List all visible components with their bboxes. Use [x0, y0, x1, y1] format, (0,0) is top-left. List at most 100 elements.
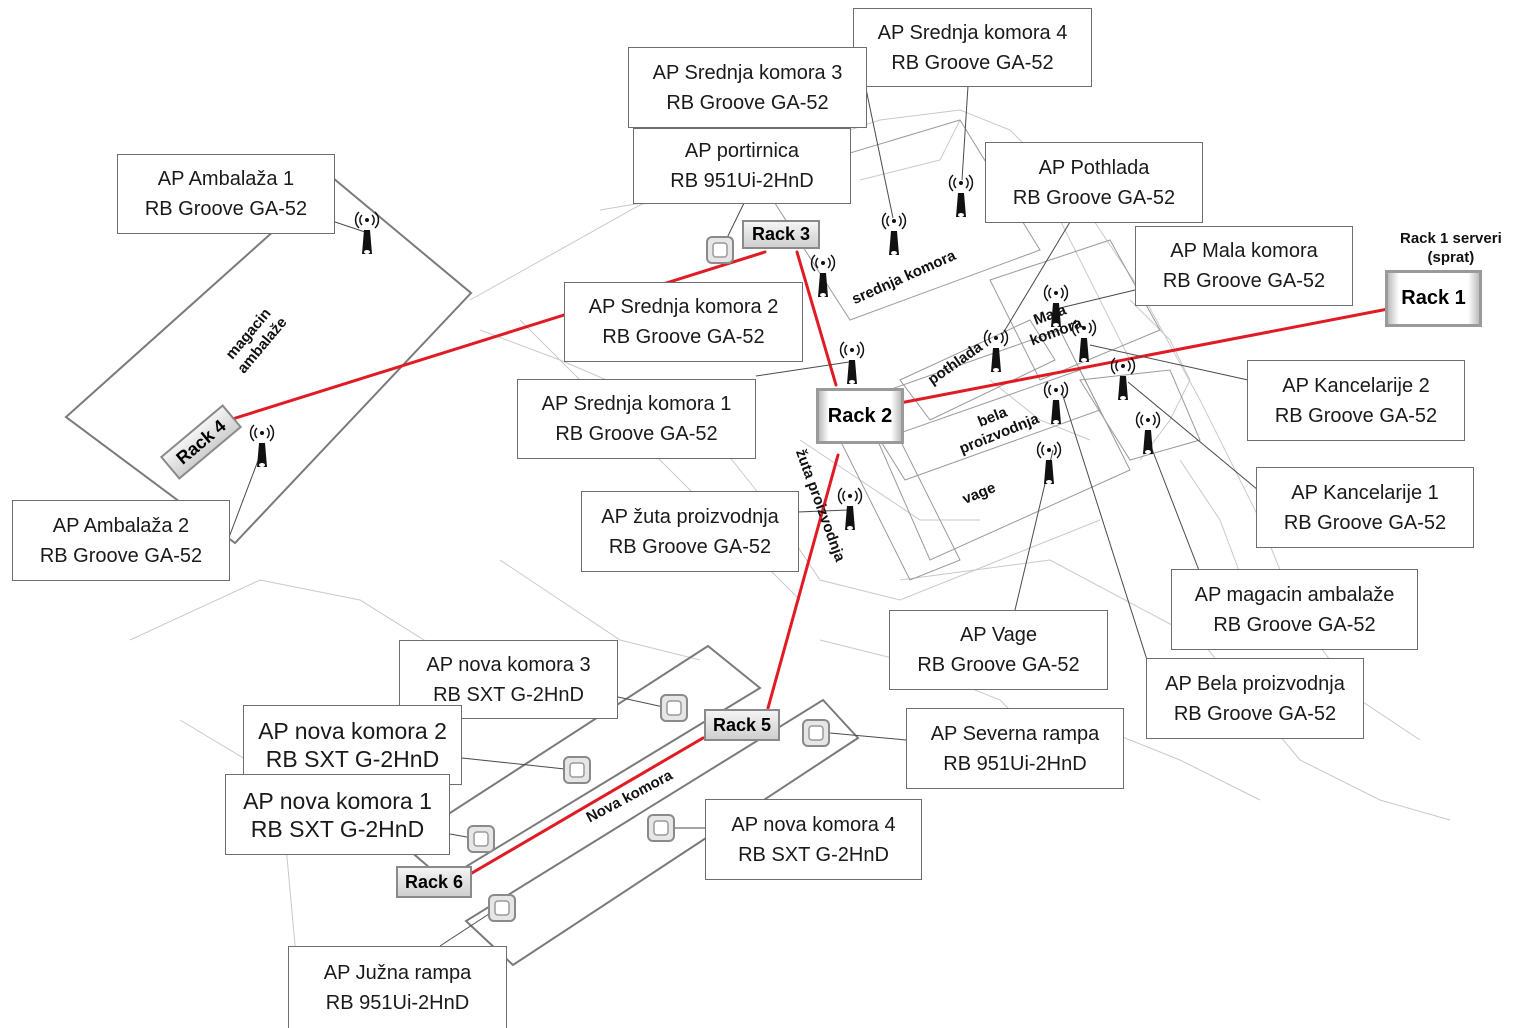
ap-model: RB Groove GA-52 [666, 91, 829, 114]
ap-name: AP Mala komora [1170, 240, 1318, 262]
ap-model: RB 951Ui-2HnD [943, 752, 1087, 775]
ap-box-bela-proizvodnja: AP Bela proizvodnja RB Groove GA-52 [1146, 658, 1364, 739]
ap-box-srednja-komora-1: AP Srednja komora 1 RB Groove GA-52 [517, 379, 756, 459]
antenna-icon [1036, 441, 1062, 484]
antenna-icon [354, 211, 380, 254]
ap-model: RB Groove GA-52 [1213, 613, 1376, 636]
ap-box-zuta-proizvodnja: AP žuta proizvodnja RB Groove GA-52 [581, 491, 799, 572]
antenna-icon [837, 487, 863, 530]
ap-box-nova-komora-1: AP nova komora 1 RB SXT G-2HnD [225, 774, 450, 855]
antenna-icon [839, 341, 865, 384]
ap-name: AP Severna rampa [930, 722, 1100, 745]
antenna-icon [1110, 357, 1136, 400]
ap-box-mala-komora: AP Mala komora RB Groove GA-52 [1135, 226, 1353, 306]
rack1-caption: Rack 1 serveri (sprat) [1400, 229, 1502, 267]
ap-name: AP Vage [959, 624, 1038, 646]
link-rack5-rack6 [470, 736, 705, 875]
ap-model: RB 951Ui-2HnD [325, 991, 470, 1014]
rack1-caption-line1: Rack 1 serveri [1400, 230, 1502, 247]
ap-model: RB SXT G-2HnD [250, 815, 425, 842]
ap-name: AP Srednja komora 3 [652, 61, 843, 84]
ap-name: AP Pothlada [1038, 156, 1150, 179]
rack-3: Rack 3 [742, 220, 820, 249]
antenna-icon [1071, 319, 1097, 362]
ap-model: RB Groove GA-52 [1012, 186, 1176, 209]
router-icon [706, 236, 734, 264]
ap-box-severna-rampa: AP Severna rampa RB 951Ui-2HnD [906, 708, 1124, 789]
ap-box-magacin-ambalaze: AP magacin ambalaže RB Groove GA-52 [1171, 569, 1418, 650]
ap-model: RB Groove GA-52 [144, 198, 308, 220]
rack-6: Rack 6 [396, 866, 472, 898]
ap-model: RB SXT G-2HnD [738, 843, 889, 866]
ap-name: AP Ambalaža 2 [52, 514, 190, 537]
ap-model: RB 951Ui-2HnD [670, 170, 814, 192]
ap-box-srednja-komora-3: AP Srednja komora 3 RB Groove GA-52 [628, 47, 867, 128]
ap-name: AP Srednja komora 2 [588, 296, 779, 318]
ap-name: AP nova komora 3 [426, 653, 591, 676]
rack-links [224, 250, 1390, 875]
ap-name: AP nova komora 2 [258, 718, 447, 744]
ap-name: AP Srednja komora 4 [877, 21, 1068, 44]
antenna-icon [249, 424, 275, 467]
ap-name: AP magacin ambalaže [1194, 583, 1395, 606]
link-rack2-rack5 [766, 453, 840, 710]
ap-box-juzna-rampa: AP Južna rampa RB 951Ui-2HnD [288, 946, 507, 1028]
ap-model: RB Groove GA-52 [608, 535, 772, 558]
ap-box-nova-komora-4: AP nova komora 4 RB SXT G-2HnD [705, 799, 922, 880]
ap-box-vage: AP Vage RB Groove GA-52 [889, 610, 1108, 690]
link-rack2-rack3-a [795, 250, 838, 387]
link-rack3-rack4 [224, 250, 767, 423]
router-icon [647, 814, 675, 842]
ap-name: AP Kancelarije 1 [1291, 481, 1439, 504]
ap-box-nova-komora-2: AP nova komora 2 RB SXT G-2HnD [243, 705, 462, 785]
antenna-icon [1135, 411, 1161, 454]
ap-model: RB Groove GA-52 [1274, 404, 1438, 427]
router-icon [488, 894, 516, 922]
ap-box-srednja-komora-2: AP Srednja komora 2 RB Groove GA-52 [564, 282, 803, 362]
rack-1: Rack 1 [1385, 270, 1482, 327]
ap-model: RB Groove GA-52 [1162, 270, 1326, 292]
magacin-ambalaze-outline [64, 176, 473, 545]
ap-name: AP portirnica [684, 140, 800, 162]
ap-name: AP Srednja komora 1 [541, 393, 732, 415]
ap-model: RB SXT G-2HnD [265, 746, 440, 772]
rack-5: Rack 5 [704, 709, 780, 741]
antenna-icon [881, 212, 907, 255]
antenna-icon [983, 329, 1009, 372]
ap-model: RB Groove GA-52 [917, 654, 1080, 676]
ap-model: RB Groove GA-52 [39, 544, 203, 567]
antenna-icon [948, 174, 974, 217]
ap-name: AP Bela proizvodnja [1165, 672, 1345, 695]
ap-box-pothlada: AP Pothlada RB Groove GA-52 [985, 142, 1203, 223]
ap-name: AP Kancelarije 2 [1282, 374, 1430, 397]
router-icon [802, 719, 830, 747]
ap-model: RB Groove GA-52 [555, 423, 718, 445]
ap-box-kancelarije-2: AP Kancelarije 2 RB Groove GA-52 [1247, 360, 1465, 441]
ap-name: AP žuta proizvodnja [601, 505, 779, 528]
ap-name: AP Ambalaža 1 [157, 168, 295, 190]
router-icon [563, 756, 591, 784]
ap-box-srednja-komora-4: AP Srednja komora 4 RB Groove GA-52 [853, 8, 1092, 87]
ap-model: RB SXT G-2HnD [433, 683, 584, 706]
router-icon [467, 825, 495, 853]
ap-name: AP Južna rampa [323, 961, 472, 984]
ap-model: RB Groove GA-52 [1283, 511, 1447, 534]
ap-name: AP nova komora 1 [243, 787, 432, 814]
antenna-icon [810, 254, 836, 297]
link-rack2-rack1 [898, 307, 1390, 405]
ap-box-kancelarije-1: AP Kancelarije 1 RB Groove GA-52 [1256, 467, 1474, 548]
ap-box-ambalaza-1: AP Ambalaža 1 RB Groove GA-52 [117, 154, 335, 234]
ap-model: RB Groove GA-52 [602, 326, 765, 348]
ap-name: AP nova komora 4 [731, 813, 896, 836]
router-icon [660, 694, 688, 722]
rack-2: Rack 2 [816, 388, 904, 444]
ap-model: RB Groove GA-52 [891, 51, 1054, 74]
antenna-devices [249, 174, 1161, 530]
ap-box-ambalaza-2: AP Ambalaža 2 RB Groove GA-52 [12, 500, 230, 581]
ap-model: RB Groove GA-52 [1173, 702, 1337, 725]
antenna-icon [1043, 381, 1069, 424]
rack1-caption-line2: (sprat) [1427, 249, 1475, 266]
router-devices [467, 236, 830, 922]
